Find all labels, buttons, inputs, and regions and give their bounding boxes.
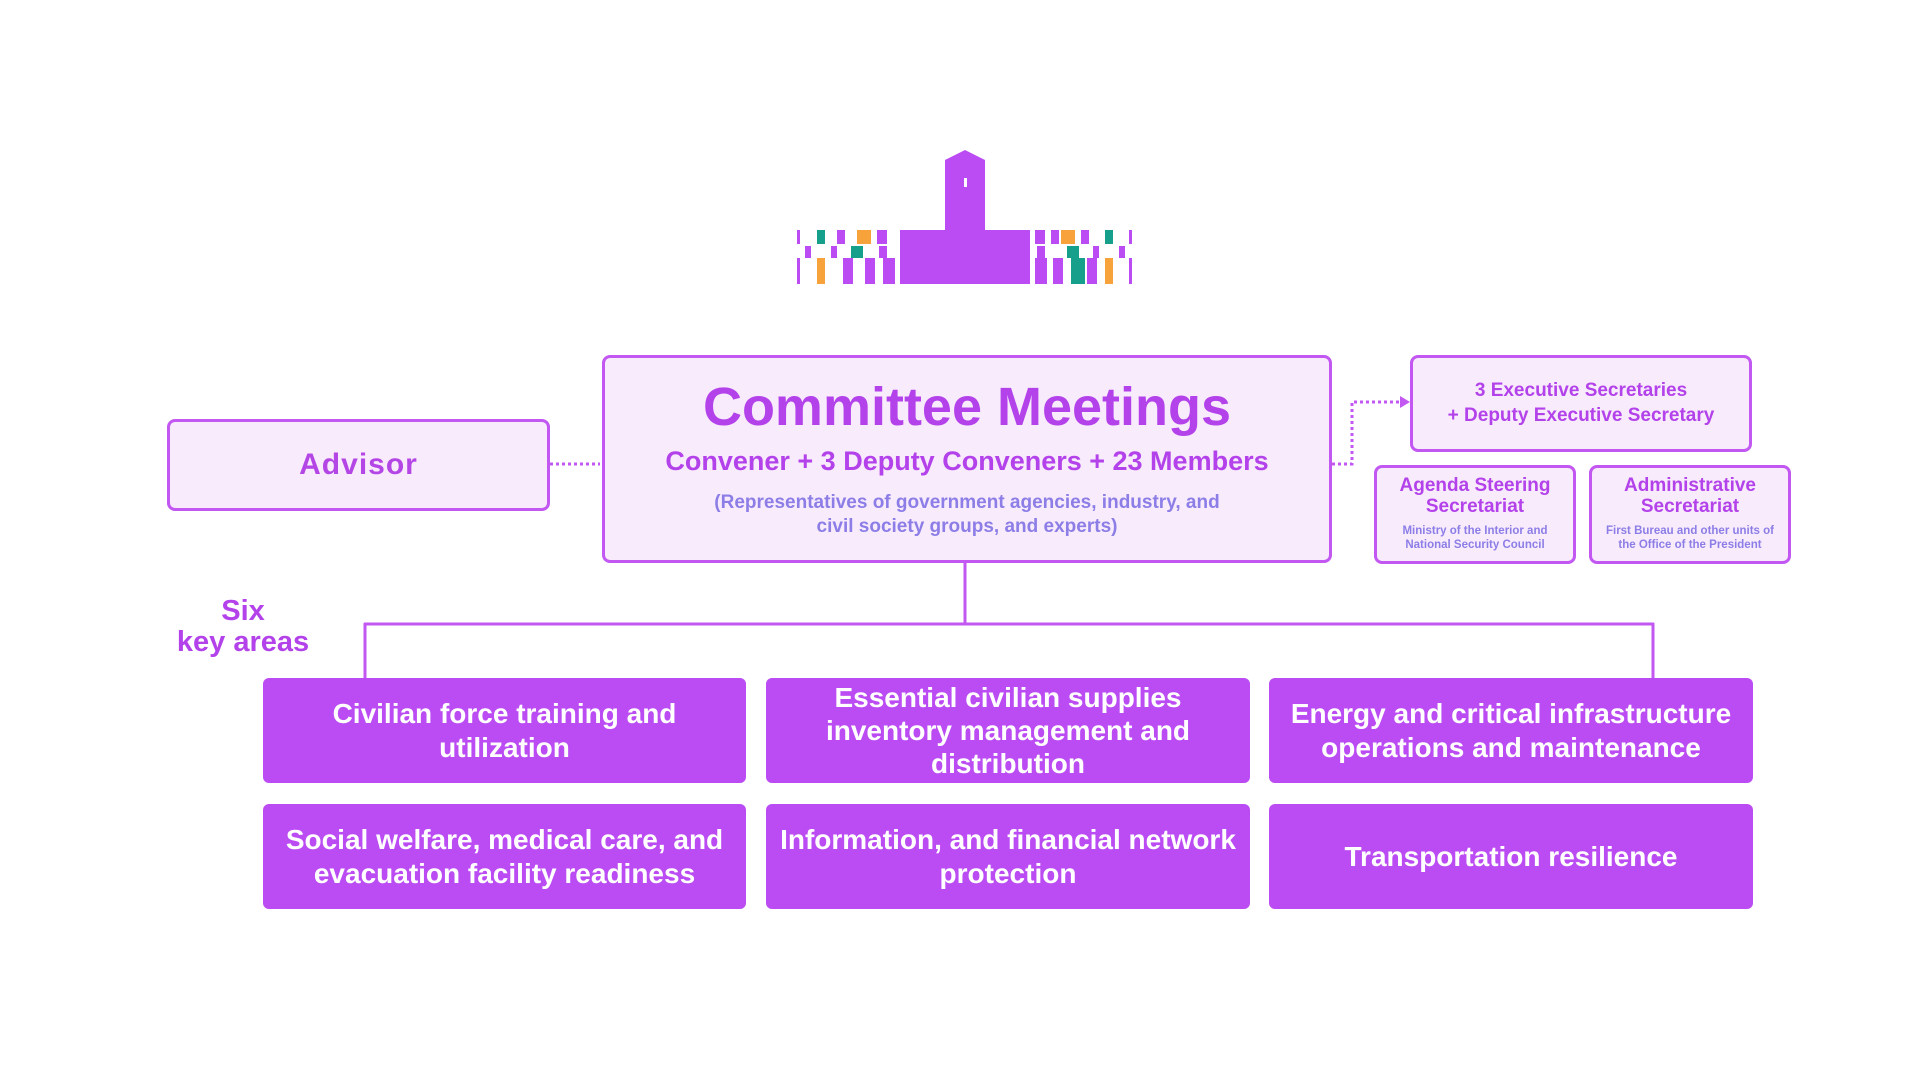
area-civilian-force-training: Civilian force training and utilization xyxy=(263,678,746,783)
committee-title: Committee Meetings xyxy=(702,377,1232,438)
committee-meetings-box: Committee Meetings Convener + 3 Deputy C… xyxy=(602,355,1332,563)
executive-line-1: 3 Executive Secretaries xyxy=(1474,379,1688,401)
executive-connector xyxy=(1332,400,1400,466)
committee-note: (Representatives of government agencies,… xyxy=(714,492,1220,537)
presidential-office-building-icon xyxy=(797,150,1132,284)
executive-secretaries-box: 3 Executive Secretaries + Deputy Executi… xyxy=(1410,355,1752,452)
executive-line-2: + Deputy Executive Secretary xyxy=(1447,404,1715,426)
six-label-line-2: key areas xyxy=(176,626,310,659)
area-energy-infrastructure: Energy and critical infrastructure opera… xyxy=(1269,678,1753,783)
area-essential-supplies: Essential civilian supplies inventory ma… xyxy=(766,678,1250,783)
committee-subtitle: Convener + 3 Deputy Conveners + 23 Membe… xyxy=(665,446,1269,477)
admin-title: Administrative Secretariat xyxy=(1624,475,1756,518)
area-information-financial-network: Information, and financial network prote… xyxy=(766,804,1250,909)
six-label-line-1: Six xyxy=(221,595,265,627)
area-transportation-resilience: Transportation resilience xyxy=(1269,804,1753,909)
area-social-welfare: Social welfare, medical care, and evacua… xyxy=(263,804,746,909)
admin-note: First Bureau and other units of the Offi… xyxy=(1605,525,1775,552)
six-key-areas-label: Six key areas xyxy=(163,595,323,666)
agenda-title: Agenda Steering Secretariat xyxy=(1399,475,1551,518)
administrative-secretariat-box: Administrative Secretariat First Bureau … xyxy=(1589,465,1791,564)
agenda-note: Ministry of the Interior and National Se… xyxy=(1402,525,1548,552)
advisor-box: Advisor xyxy=(167,419,550,511)
executive-arrowhead xyxy=(1400,396,1410,408)
agenda-steering-secretariat-box: Agenda Steering Secretariat Ministry of … xyxy=(1374,465,1576,564)
advisor-label: Advisor xyxy=(299,448,418,481)
